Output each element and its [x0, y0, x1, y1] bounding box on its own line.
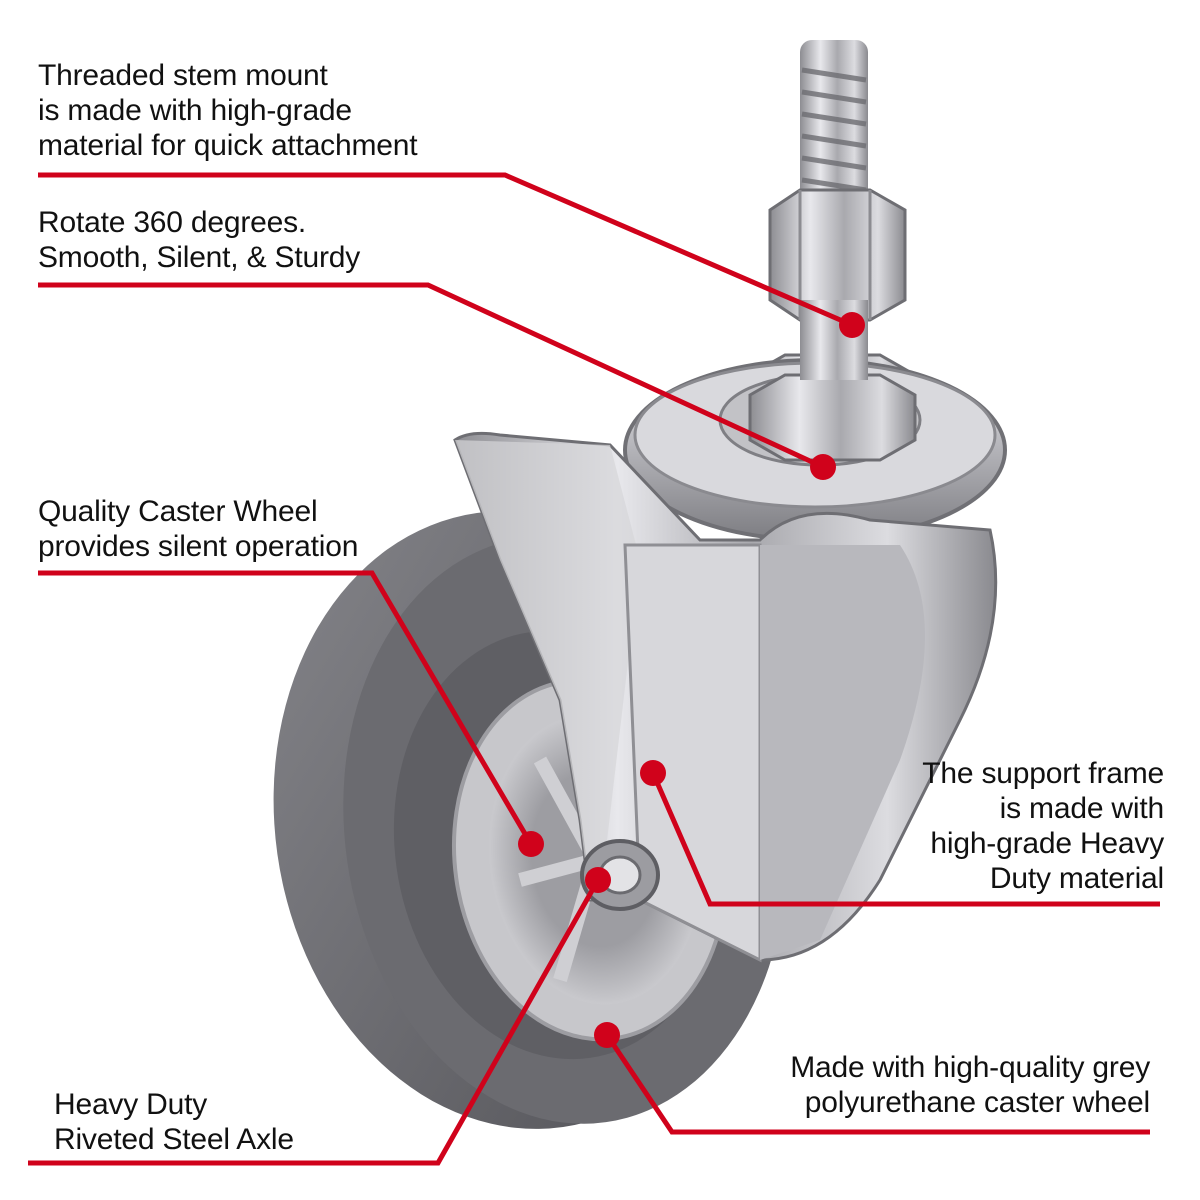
callout-line: provides silent operation — [38, 530, 359, 563]
callout-line: Made with high-quality grey — [790, 1051, 1150, 1084]
dot-rotate — [810, 454, 836, 480]
callout-line: polyurethane caster wheel — [804, 1086, 1150, 1119]
dot-axle — [585, 867, 611, 893]
callout-line: Quality Caster Wheel — [38, 495, 318, 528]
callout-line: The support frame — [922, 757, 1164, 790]
callout-line: is made with — [999, 792, 1165, 825]
leader-lines — [28, 172, 1160, 1166]
callout-line: is made with high-grade — [38, 94, 352, 127]
callout-line: Threaded stem mount — [38, 59, 328, 92]
callout-quality-wheel: Quality Caster Wheel provides silent ope… — [38, 494, 358, 564]
callout-line: Smooth, Silent, & Sturdy — [38, 241, 361, 274]
dot-quality-wheel — [518, 831, 544, 857]
support-frame-art — [453, 431, 998, 963]
callout-axle: Heavy Duty Riveted Steel Axle — [54, 1087, 294, 1157]
callout-line: Heavy Duty — [54, 1088, 208, 1121]
dot-support-frame — [640, 760, 666, 786]
dot-polyurethane — [594, 1022, 620, 1048]
callout-polyurethane: Made with high-quality grey polyurethane… — [790, 1050, 1150, 1120]
callout-threaded-stem: Threaded stem mount is made with high-gr… — [38, 58, 418, 163]
callout-line: Duty material — [989, 862, 1164, 895]
dot-threaded-stem — [839, 312, 865, 338]
callout-line: high-grade Heavy — [930, 827, 1164, 860]
callout-dots — [518, 312, 865, 1048]
swivel-plate-art — [623, 330, 1007, 542]
callout-rotate: Rotate 360 degrees. Smooth, Silent, & St… — [38, 205, 360, 275]
callout-line: material for quick attachment — [38, 129, 418, 162]
callout-line: Riveted Steel Axle — [54, 1123, 294, 1156]
callout-line: Rotate 360 degrees. — [38, 206, 307, 239]
callout-support-frame: The support frame is made with high-grad… — [922, 756, 1164, 896]
